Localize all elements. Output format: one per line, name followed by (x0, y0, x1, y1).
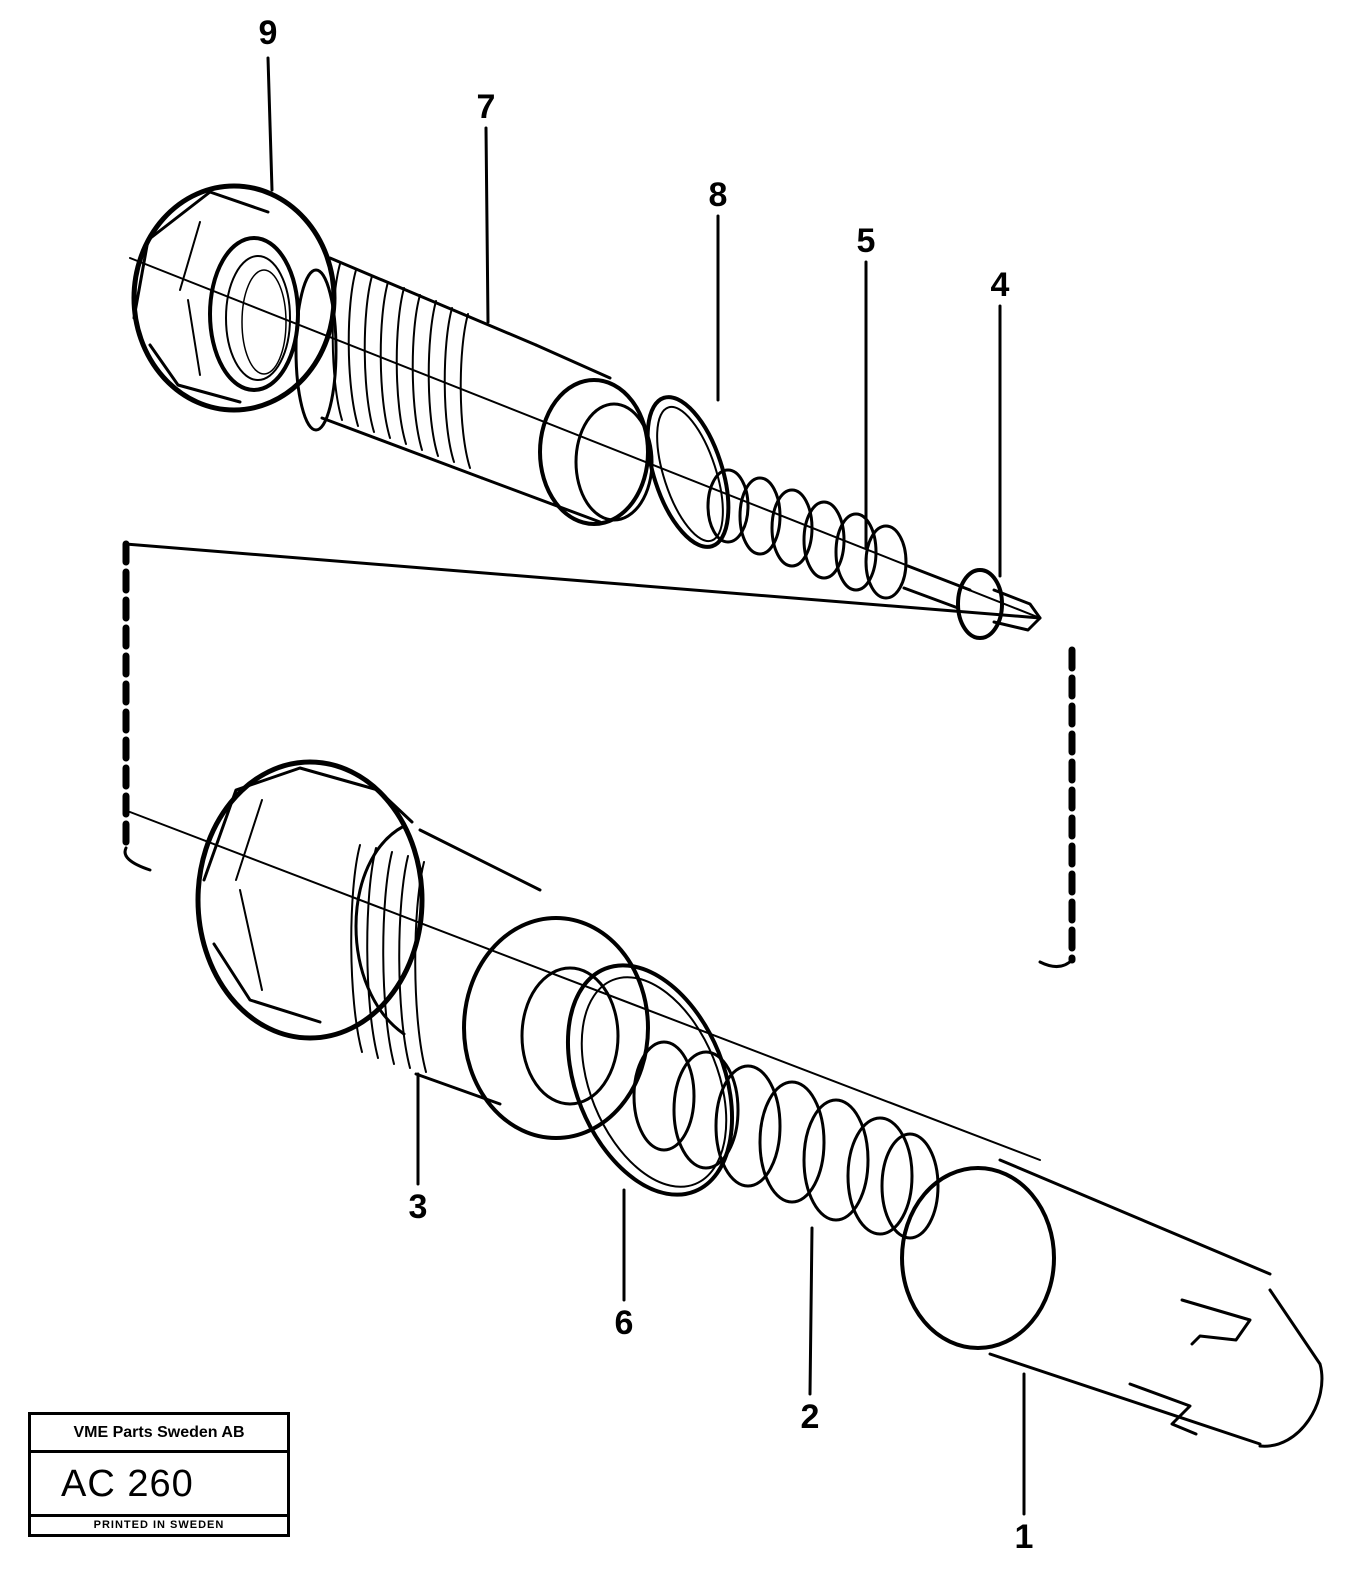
callout-7: 7 (476, 88, 496, 126)
upper-axis-line (129, 257, 1041, 619)
leader-lines (266, 56, 1026, 1516)
callout-6: 6 (614, 1304, 634, 1342)
printed-in-label: PRINTED IN SWEDEN (31, 1514, 287, 1534)
callout-4: 4 (990, 266, 1010, 304)
diagram-code: AC 260 (61, 1463, 194, 1505)
callout-5: 5 (856, 222, 876, 260)
part-6-o-ring (565, 963, 735, 1197)
callout-8: 8 (708, 176, 728, 214)
company-name: VME Parts Sweden AB (31, 1415, 287, 1453)
parts-stamp-box: VME Parts Sweden AB AC 260 PRINTED IN SW… (28, 1412, 290, 1537)
part-4-valve-pin (902, 564, 1042, 640)
part-2-spring (632, 1040, 940, 1240)
callout-3: 3 (408, 1188, 428, 1226)
part-7-threaded-sleeve (294, 256, 654, 526)
part-5-spring (706, 468, 908, 600)
part-9-hex-nut (131, 183, 337, 413)
callout-2: 2 (800, 1398, 820, 1436)
dashed-frame (122, 540, 1076, 968)
part-8-o-ring (645, 395, 731, 549)
part-1-plunger (900, 1158, 1324, 1448)
callout-1: 1 (1014, 1518, 1034, 1556)
part-3-valve-body (195, 759, 650, 1140)
callout-9: 9 (258, 14, 278, 52)
